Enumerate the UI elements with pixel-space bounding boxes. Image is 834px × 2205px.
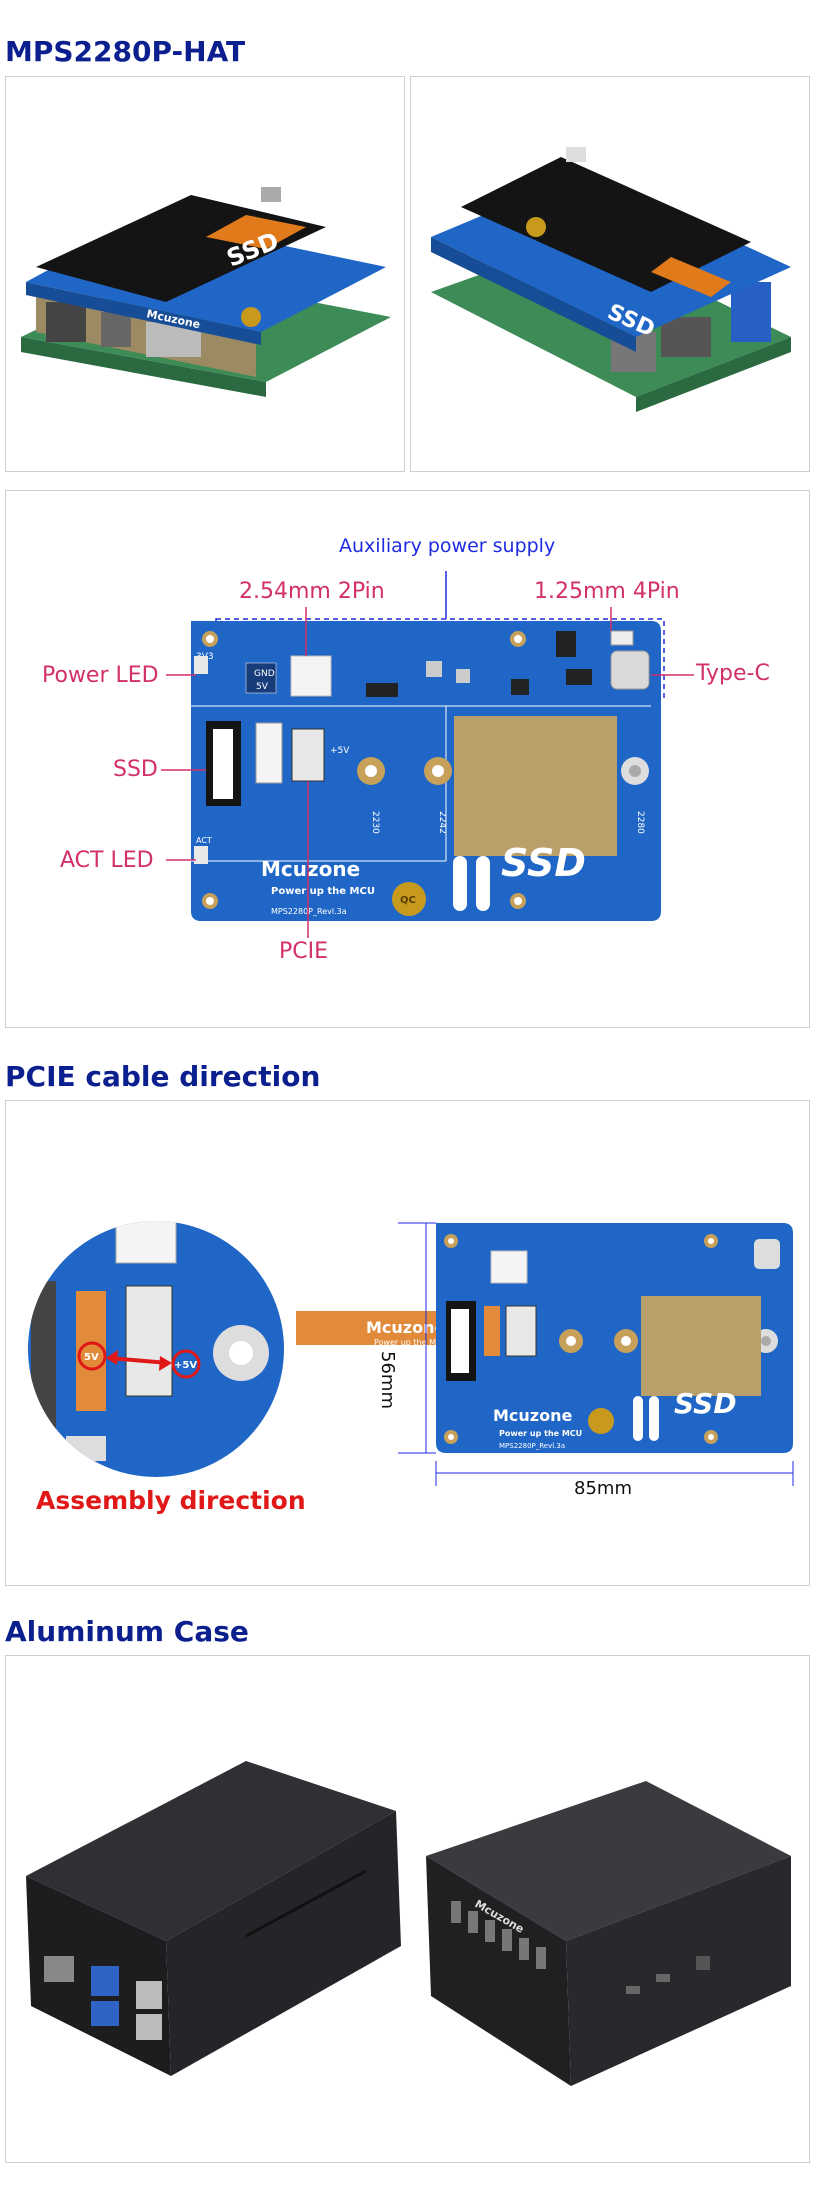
small-board-brand: Mcuzone <box>493 1406 572 1425</box>
m2280-silk: 2280 <box>635 811 645 834</box>
pcie-direction-panel: 5V +5V Mcuzone Power up the M Mcuzone Po… <box>5 1100 810 1586</box>
board-diagram: GND 5V 3V3 +5V 2230 2242 2280 <box>161 571 694 938</box>
ssd-label: SSD <box>113 757 158 782</box>
assembly-direction-label: Assembly direction <box>36 1486 306 1515</box>
qc-badge: QC <box>400 895 416 906</box>
aux-power-label: Auxiliary power supply <box>339 535 556 557</box>
board-model: MPS2280P_Revl.3a <box>271 907 347 916</box>
gnd-silk: GND <box>254 669 275 679</box>
board-ssd-print: SSD <box>501 841 586 885</box>
dot-plus5v: +5V <box>174 1360 197 1371</box>
m2242-silk: 2242 <box>437 811 447 834</box>
aluminum-case-photos: Mcuzone <box>26 1761 791 2086</box>
height-dimension: 56mm <box>377 1351 398 1409</box>
product-photo-left: SSD Mcuzone <box>5 76 405 472</box>
width-dimension: 85mm <box>574 1478 632 1499</box>
pin4-label: 1.25mm 4Pin <box>534 579 680 604</box>
plus5v-silk: +5V <box>330 746 350 756</box>
act-silk: ACT <box>196 836 212 845</box>
section-title-hat: MPS2280P-HAT <box>5 35 246 68</box>
pcie-label: PCIE <box>279 939 329 964</box>
hat-on-pi-photo-left: SSD Mcuzone <box>21 187 391 397</box>
small-board-tagline: Power up the MCU <box>499 1429 582 1438</box>
hat-on-pi-photo-right: SSD <box>431 147 791 412</box>
aluminum-case-panel: Mcuzone <box>5 1655 810 2163</box>
dot-5v: 5V <box>84 1352 99 1363</box>
power-led-label: Power LED <box>42 663 159 688</box>
board-diagram-panel: Auxiliary power supply 2.54mm 2Pin 1.25m… <box>5 490 810 1028</box>
small-board-ssd: SSD <box>674 1387 737 1420</box>
board-tagline: Power up the MCU <box>271 886 375 897</box>
cable-brand: Mcuzone <box>366 1318 445 1337</box>
m2230-silk: 2230 <box>370 811 380 834</box>
pin2-label: 2.54mm 2Pin <box>239 579 385 604</box>
board-brand: Mcuzone <box>261 857 360 881</box>
type-c-label: Type-C <box>696 661 770 686</box>
section-title-pcie: PCIE cable direction <box>5 1060 321 1093</box>
pcie-diagram: 5V +5V Mcuzone Power up the M Mcuzone Po… <box>28 1221 794 1486</box>
act-led-label: ACT LED <box>60 848 154 873</box>
cable-tagline: Power up the M <box>374 1338 436 1347</box>
v5-silk: 5V <box>256 682 269 692</box>
section-title-case: Aluminum Case <box>5 1615 249 1648</box>
product-photo-right: SSD <box>410 76 810 472</box>
small-board-model: MPS2280P_Revl.3a <box>499 1442 565 1450</box>
